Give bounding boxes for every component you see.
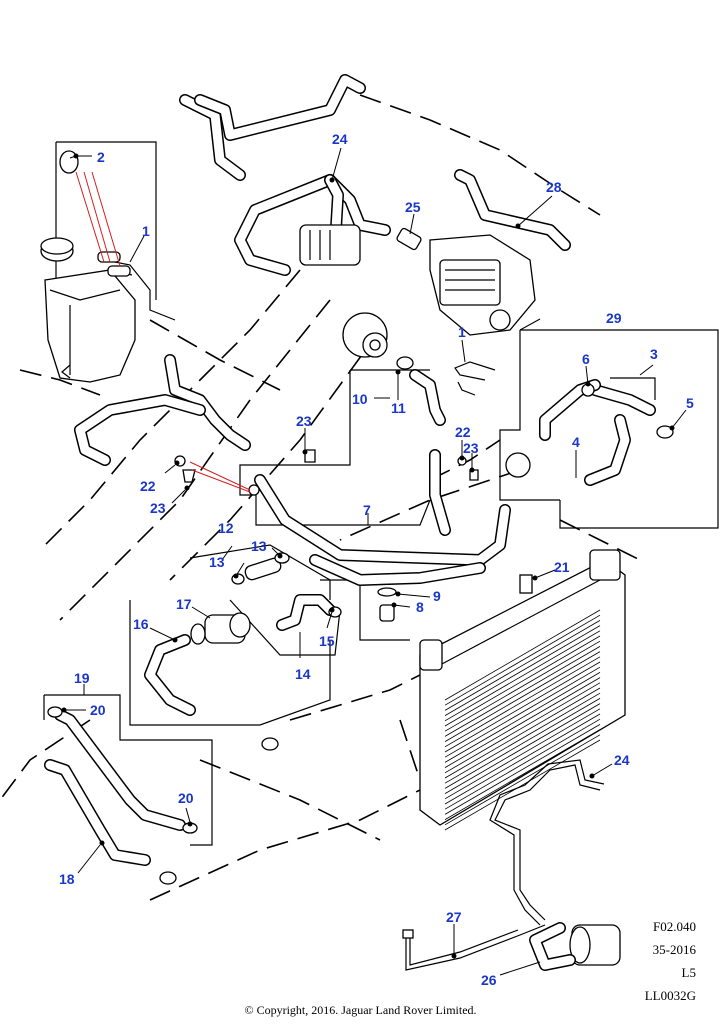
auxiliary-pump-26	[529, 922, 621, 971]
callout-22-left: 22	[140, 478, 156, 494]
callout-28: 28	[546, 179, 562, 195]
radiator	[419, 549, 626, 831]
callout-1-right: 1	[458, 324, 466, 340]
reference-block: F02.040 35-2016 L5 LL0032G	[600, 915, 696, 1007]
coolant-pipe-upper	[234, 174, 391, 276]
bypass-pipe-28	[454, 169, 571, 251]
callout-11: 11	[391, 400, 406, 416]
radiator-fin	[444, 625, 601, 716]
radiator-fin	[444, 739, 601, 831]
callout-23-right: 23	[463, 440, 479, 456]
callout-14: 14	[295, 666, 311, 682]
radiator-fin	[444, 713, 601, 805]
radiator-fin	[444, 729, 601, 820]
radiator-fin	[444, 666, 601, 758]
radiator-fin	[444, 620, 601, 711]
callout-16: 16	[133, 616, 149, 632]
callout-23-center: 23	[296, 413, 312, 429]
revision-date: 35-2016	[652, 942, 696, 957]
thermostat-and-seal	[377, 587, 397, 622]
callout-5: 5	[686, 395, 694, 411]
radiator-fin	[444, 614, 601, 706]
callout-8: 8	[416, 599, 424, 615]
copyright-notice: © Copyright, 2016. Jaguar Land Rover Lim…	[244, 1003, 477, 1017]
figure-number: F02.040	[653, 919, 696, 934]
expansion-tank	[40, 237, 136, 383]
callout-9: 9	[433, 588, 441, 604]
callout-15: 15	[319, 633, 335, 649]
callout-23-left: 23	[150, 500, 166, 516]
assembly-dash-lines	[0, 94, 641, 901]
hose-19	[47, 706, 198, 834]
callout-17: 17	[176, 596, 192, 612]
red-leader-lines	[75, 171, 251, 493]
hose-18	[44, 759, 177, 885]
callout-13-right: 13	[251, 538, 267, 554]
radiator-fin	[444, 692, 601, 784]
radiator-fin	[444, 703, 601, 794]
callout-12: 12	[218, 520, 234, 536]
callout-20-top: 20	[90, 702, 106, 718]
radiator-fin	[444, 640, 601, 732]
callout-24: 24	[332, 131, 348, 147]
callout-24-lower: 24	[614, 752, 630, 768]
callout-6: 6	[582, 351, 590, 367]
hose-assembly-29	[505, 379, 674, 486]
callout-27: 27	[446, 909, 462, 925]
radiator-fin	[444, 734, 601, 826]
callout-2: 2	[97, 149, 105, 165]
hose-connector-25	[396, 227, 422, 251]
radiator-fin	[444, 609, 601, 701]
radiator-fin	[444, 672, 601, 763]
illustration-code: LL0032G	[644, 988, 696, 1003]
radiator-fin	[444, 682, 601, 774]
thermostat-housing	[429, 234, 536, 336]
callout-7: 7	[363, 502, 371, 518]
radiator-fin	[444, 646, 601, 737]
callout-1: 1	[142, 223, 150, 239]
radiator-fin	[444, 651, 601, 742]
level-code: L5	[681, 965, 696, 980]
callout-18: 18	[59, 871, 75, 887]
water-pump	[342, 312, 388, 358]
callout-29: 29	[606, 310, 622, 326]
heater-hose-assembly-top	[179, 74, 366, 181]
radiator-fin	[444, 656, 601, 748]
callout-21: 21	[554, 559, 570, 575]
heater-control-valve	[299, 224, 361, 266]
callout-3: 3	[650, 346, 658, 362]
callout-20-bottom: 20	[178, 790, 194, 806]
hose-16	[144, 634, 279, 751]
radiator-fin	[444, 635, 601, 727]
radiator-fin	[444, 698, 601, 789]
radiator-fin	[444, 708, 601, 800]
callout-10: 10	[352, 391, 368, 407]
radiator-top-hose	[74, 354, 251, 466]
mounting-bracket	[519, 574, 533, 594]
coolant-pipe-lower	[489, 759, 605, 926]
callout-leaders	[61, 147, 687, 976]
radiator-fin	[444, 724, 601, 815]
callout-25: 25	[405, 199, 421, 215]
hose-10	[396, 356, 446, 426]
radiator-fin	[444, 718, 601, 810]
radiator-fin	[444, 661, 601, 753]
radiator-fin	[444, 677, 601, 768]
expansion-hose-1-right	[454, 361, 496, 396]
auxiliary-water-pump	[190, 612, 251, 645]
callout-numbers: 1 2 24 25 28 29 1 6 3 5 4 10 11 23 22 23…	[59, 131, 694, 988]
coolant-pipe-27	[402, 924, 546, 971]
callout-19: 19	[74, 670, 90, 686]
coolant-pipe-assembly-7	[254, 449, 511, 586]
callout-26: 26	[481, 972, 497, 988]
radiator-fin	[444, 630, 601, 722]
callout-13-left: 13	[209, 554, 225, 570]
radiator-fin	[444, 687, 601, 779]
group-brackets	[43, 141, 719, 846]
callout-4: 4	[572, 434, 580, 450]
callout-22-right: 22	[455, 424, 471, 440]
